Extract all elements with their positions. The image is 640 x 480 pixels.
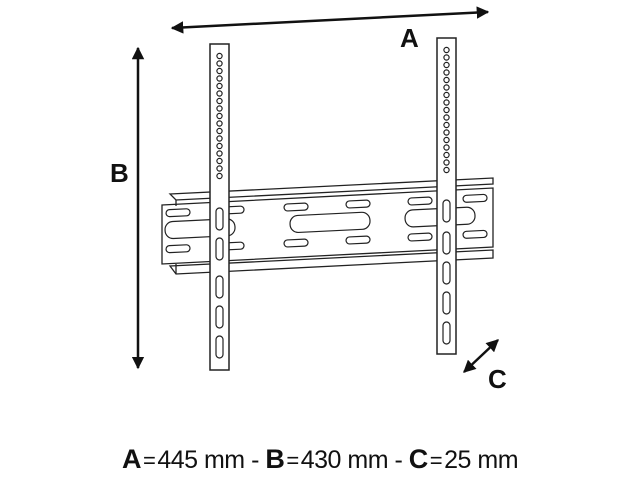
caption-value-a: 445 mm — [157, 446, 245, 474]
mounting-hole — [443, 166, 450, 174]
mounting-slot — [442, 321, 451, 345]
mounting-hole — [443, 54, 450, 61]
mounting-hole — [443, 159, 450, 166]
mounting-hole — [443, 144, 450, 151]
mounting-hole — [216, 142, 223, 150]
mounting-hole — [216, 60, 223, 67]
mounting-slot — [442, 199, 451, 223]
mounting-hole — [216, 75, 223, 82]
rail-slot — [345, 235, 371, 245]
rail-slot — [165, 244, 191, 254]
caption-letter-b: B — [265, 444, 285, 474]
mounting-hole — [443, 76, 450, 84]
mounting-hole — [216, 97, 223, 105]
mounting-hole — [216, 157, 223, 165]
rail-cutout — [289, 211, 371, 234]
mounting-hole — [443, 84, 450, 91]
mounting-hole — [216, 90, 223, 97]
mounting-hole — [216, 120, 223, 127]
mounting-slot — [215, 275, 224, 299]
caption-eq-c: = — [429, 448, 443, 473]
mounting-hole — [443, 91, 450, 99]
mounting-slot — [442, 291, 451, 315]
rail-slot — [283, 202, 309, 212]
mounting-hole — [443, 46, 450, 54]
mounting-hole — [216, 82, 223, 90]
rail-slot — [283, 238, 309, 248]
mounting-hole — [216, 135, 223, 142]
mounting-hole — [216, 127, 223, 135]
mounting-hole — [216, 150, 223, 157]
dimensions-caption: A=445 mm - B=430 mm - C=25 mm — [0, 444, 640, 475]
mounting-hole — [443, 121, 450, 129]
mounting-hole — [216, 172, 223, 180]
label-b: B — [110, 158, 129, 188]
mounting-hole — [443, 106, 450, 114]
caption-value-c: 25 mm — [444, 446, 519, 474]
rail-slot — [165, 208, 191, 218]
left-vertical-arm — [209, 43, 230, 371]
label-c: C — [488, 364, 507, 394]
right-vertical-arm — [436, 37, 457, 355]
mounting-hole — [216, 67, 223, 75]
caption-letter-c: C — [408, 444, 429, 474]
caption-eq-a: = — [142, 448, 156, 473]
mounting-hole — [216, 105, 223, 112]
rail-slot — [345, 199, 371, 209]
mounting-hole — [216, 112, 223, 120]
caption-value-b: 430 mm — [300, 446, 389, 474]
mounting-hole — [216, 165, 223, 172]
rail-slot — [462, 229, 488, 239]
rail-slot — [407, 196, 433, 206]
mounting-hole — [443, 61, 450, 69]
mounting-hole — [443, 114, 450, 121]
mounting-hole — [216, 52, 223, 60]
horizontal-rail — [161, 177, 494, 275]
mounting-hole — [443, 136, 450, 144]
mounting-slot — [215, 207, 224, 231]
label-a: A — [400, 23, 419, 53]
dimension-arrow-a — [170, 6, 490, 34]
dimension-arrow-c — [463, 339, 499, 373]
mounting-slot — [442, 261, 451, 285]
caption-letter-a: A — [121, 444, 142, 474]
mounting-slot — [442, 231, 451, 255]
mounting-slot — [215, 237, 224, 261]
mounting-slot — [215, 335, 224, 359]
mounting-hole — [443, 69, 450, 76]
rail-slot — [462, 193, 488, 203]
mounting-slot — [215, 305, 224, 329]
caption-separator: - — [394, 446, 403, 474]
caption-separator: - — [251, 446, 259, 474]
mounting-hole — [443, 99, 450, 106]
mounting-hole — [443, 151, 450, 159]
mounting-hole — [443, 129, 450, 136]
rail-slot — [407, 232, 433, 242]
caption-eq-b: = — [286, 448, 299, 473]
